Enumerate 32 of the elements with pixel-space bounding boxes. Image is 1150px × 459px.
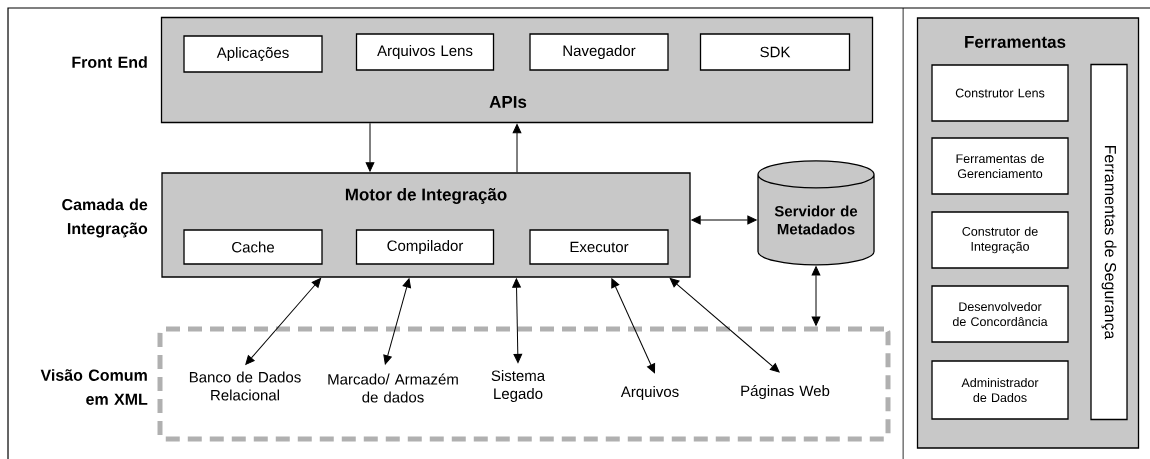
- arrow: [383, 278, 411, 365]
- tool-box: Administrador de Dados: [931, 360, 1069, 420]
- arrow: [611, 278, 656, 374]
- component-box: SDK: [699, 33, 851, 71]
- arrow: [669, 277, 780, 373]
- layer-label: Visão Comum em XML: [40, 369, 148, 405]
- component-box: Navegador: [529, 33, 669, 71]
- component-box: Aplicações: [183, 35, 323, 73]
- dashed-region: [157, 326, 891, 442]
- arrow: [811, 266, 821, 326]
- database-cylinder: Servidor de Metadados: [757, 160, 875, 266]
- arrow: [365, 122, 375, 172]
- source-text: Sistema Legado: [491, 370, 546, 402]
- arrow: [512, 123, 522, 173]
- security-bar: Ferramentas de Segurança: [1090, 63, 1128, 421]
- arrow: [245, 278, 322, 365]
- arrow: [691, 215, 757, 225]
- layer-label: Front End: [72, 56, 147, 68]
- layer-label: Camada de Integração: [62, 198, 148, 238]
- tool-box: Construtor Lens: [931, 64, 1069, 122]
- tool-box: Construtor de Integração: [931, 211, 1069, 269]
- source-text: Marcado/ Armazém de dados: [328, 373, 458, 403]
- tool-box: Ferramentas de Gerenciamento: [931, 137, 1069, 195]
- arrow: [512, 278, 523, 364]
- component-box: Executor: [529, 229, 669, 265]
- component-box: Arquivos Lens: [355, 33, 495, 71]
- source-text: Arquivos: [620, 386, 679, 400]
- tool-box: Desenvolvedor de Concordância: [931, 285, 1069, 343]
- source-text: Páginas Web: [741, 384, 830, 400]
- component-box: Cache: [183, 229, 323, 265]
- component-box: Compilador: [355, 229, 495, 265]
- source-text: Banco de Dados Relacional: [189, 371, 301, 401]
